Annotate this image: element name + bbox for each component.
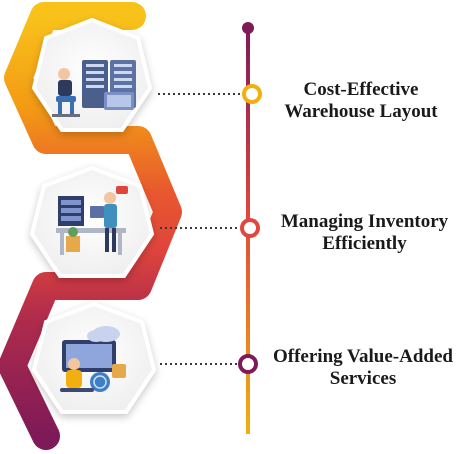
worker-at-desk-shelf-icon (56, 186, 128, 255)
step-2-line-1: Managing Inventory (280, 211, 449, 232)
step-3-line-1: Offering Value-Added (273, 346, 453, 367)
timeline-node-3 (238, 354, 258, 374)
cloud-services-worker-icon (60, 326, 126, 392)
step-1-line-1: Cost-Effective (303, 79, 419, 100)
step-1-label: Cost-Effective Warehouse Layout (266, 79, 456, 123)
hexagon-card-2 (29, 165, 155, 278)
step-3-line-2: Services (329, 368, 397, 389)
ribbon-band (0, 2, 182, 450)
step-2-line-2: Efficiently (322, 233, 407, 254)
step-3-label: Offering Value-Added Services (258, 346, 468, 390)
timeline-node-2 (240, 218, 260, 238)
timeline-node-1 (242, 84, 262, 104)
step-1-line-2: Warehouse Layout (284, 101, 438, 122)
server-room-worker-icon (52, 60, 136, 117)
timeline-start-dot (242, 22, 254, 34)
step-2-label: Managing Inventory Efficiently (262, 211, 467, 255)
